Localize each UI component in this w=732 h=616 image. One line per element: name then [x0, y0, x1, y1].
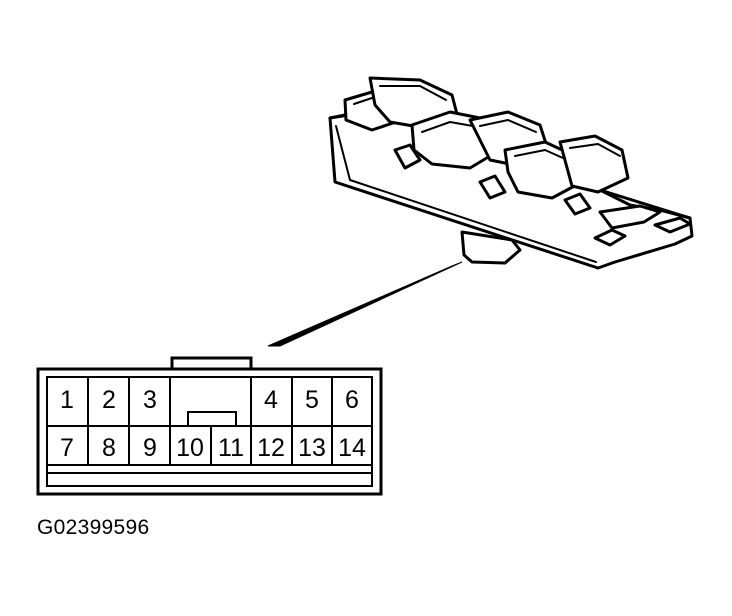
pin-9-label: 9	[143, 434, 157, 462]
leader-pointer	[267, 261, 463, 347]
pin-5-label: 5	[305, 386, 319, 414]
pin-cell-grid	[47, 377, 372, 466]
pin-10-label: 10	[176, 434, 204, 462]
pin-4-label: 4	[264, 386, 278, 414]
pin-labels: 1 2 3 4 5 6 7 8 9 10 11 12 13 14	[60, 386, 366, 462]
figure-id: G02399596	[37, 516, 150, 539]
power-window-master-switch-icon	[328, 76, 694, 270]
pin-13-label: 13	[298, 434, 326, 462]
pin-1-label: 1	[60, 386, 74, 414]
pin-8-label: 8	[102, 434, 116, 462]
connector-face	[36, 356, 383, 496]
pin-14-label: 14	[338, 434, 366, 462]
pin-2-label: 2	[102, 386, 116, 414]
pin-12-label: 12	[257, 434, 285, 462]
pin-11-label: 11	[218, 434, 244, 462]
pin-6-label: 6	[345, 386, 359, 414]
pin-7-label: 7	[60, 434, 74, 462]
pin-3-label: 3	[143, 386, 157, 414]
